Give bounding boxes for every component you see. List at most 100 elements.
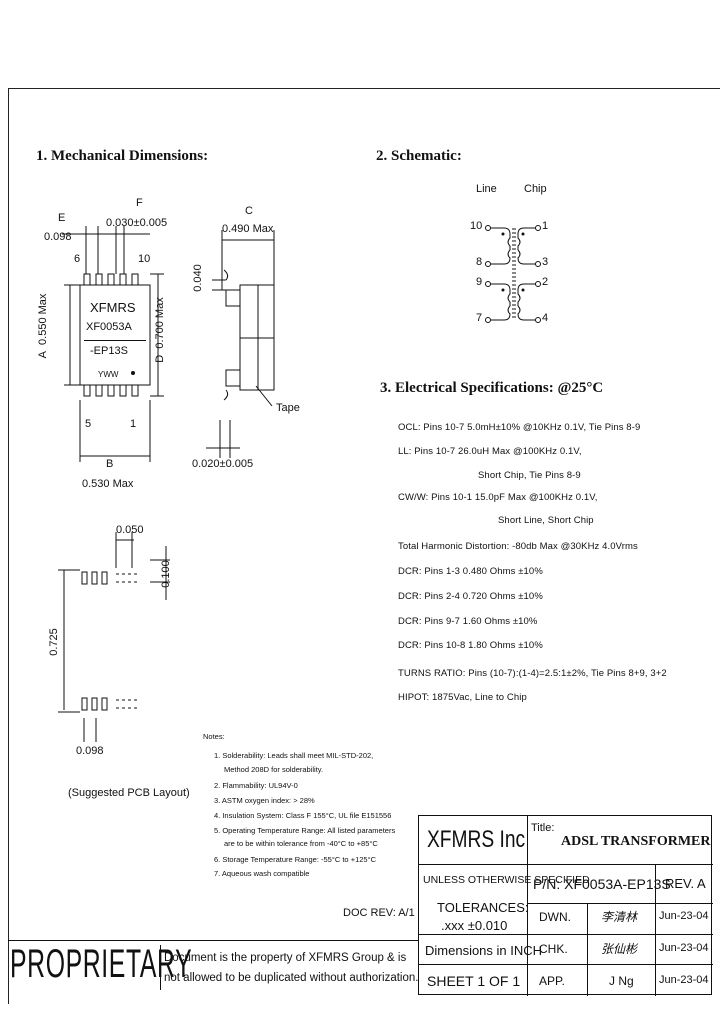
left-border: [8, 88, 9, 1004]
note-7: 7. Aqueous wash compatible: [214, 869, 310, 878]
dim-label-c: C: [245, 205, 253, 217]
proprietary-rule: [8, 940, 418, 941]
note-6: 6. Storage Temperature Range: -55°C to +…: [214, 855, 376, 864]
note-3: 3. ASTM oxygen index: > 28%: [214, 796, 315, 805]
schematic-pin-2: 2: [542, 276, 549, 288]
tb-rule-2: [527, 903, 713, 904]
tb-title: ADSL TRANSFORMER: [561, 834, 711, 849]
dim-value-b: 0.530 Max: [82, 478, 134, 490]
dim-value-f: 0.030±0.005: [106, 217, 168, 229]
note-1: 1. Solderability: Leads shall meet MIL-S…: [214, 751, 374, 760]
part-marking-4: YWW: [98, 370, 119, 379]
notes-title: Notes:: [203, 732, 225, 741]
spec-ll: LL: Pins 10-7 26.0uH Max @100KHz 0.1V,: [398, 446, 582, 457]
proprietary-line-1: Document is the property of XFMRS Group …: [164, 952, 407, 964]
tb-rule-4: [419, 964, 713, 965]
tb-company: XFMRS Inc: [427, 826, 526, 853]
note-5: 5. Operating Temperature Range: All list…: [214, 826, 396, 835]
pin-label-6: 6: [74, 253, 81, 265]
spec-dcr-4: DCR: Pins 10-8 1.80 Ohms ±10%: [398, 640, 543, 651]
dim-a-value: 0.550 Max: [37, 293, 49, 345]
tb-rule-3: [419, 934, 713, 935]
schematic-pin-10: 10: [470, 220, 483, 232]
tb-tolerances: TOLERANCES:: [437, 900, 529, 915]
mechanical-header: 1. Mechanical Dimensions:: [36, 148, 209, 164]
pin-label-10: 10: [138, 253, 151, 265]
pcb-dim-098: 0.098: [76, 745, 104, 757]
spec-dcr-3: DCR: Pins 9-7 1.60 Ohms ±10%: [398, 616, 538, 627]
pcb-dim-725: 0.725: [47, 628, 60, 656]
dim-d-text: D 0.700 Max: [154, 275, 166, 385]
tb-tol-value: .xxx ±0.010: [441, 918, 508, 933]
tb-title-label: Title:: [531, 822, 555, 834]
proprietary-word: PROPRIETARY: [10, 942, 193, 986]
note-4: 4. Insulation System: Class F 155°C, UL …: [214, 811, 392, 820]
schematic-line-label: Line: [476, 183, 497, 195]
tb-app-date: Jun-23-04: [659, 974, 709, 986]
dim-a-text: A 0.550 Max: [37, 271, 49, 381]
spec-turns-ratio: TURNS RATIO: Pins (10-7):(1-4)=2.5:1±2%,…: [398, 668, 667, 679]
tb-pn: P/N: XF0053A-EP13S: [533, 876, 671, 892]
schematic-drawing: [485, 225, 541, 323]
marking-divider: [84, 340, 146, 341]
tb-chk-date: Jun-23-04: [659, 942, 709, 954]
top-border: [8, 88, 720, 89]
tb-dimensions: Dimensions in INCH: [425, 943, 543, 958]
pin-label-5: 5: [85, 418, 92, 430]
note-2: 2. Flammability: UL94V-0: [214, 781, 298, 790]
spec-ll-cont: Short Chip, Tie Pins 8-9: [478, 470, 581, 481]
spec-thd: Total Harmonic Distortion: -80db Max @30…: [398, 541, 638, 552]
part-marking-2: XF0053A: [86, 321, 132, 333]
tb-chk-label: CHK.: [539, 942, 568, 956]
pin-label-1: 1: [130, 418, 137, 430]
dim-label-e: E: [58, 212, 66, 224]
spec-cww: CW/W: Pins 10-1 15.0pF Max @100KHz 0.1V,: [398, 492, 598, 503]
tb-sheet: SHEET 1 OF 1: [427, 973, 521, 989]
tb-vrule-3: [587, 903, 588, 996]
tb-dwn-signature: 李清林: [601, 910, 638, 924]
tb-app-signature: J Ng: [609, 974, 634, 988]
part-marking-3: -EP13S: [90, 345, 128, 357]
dim-value-e: 0.098: [44, 231, 72, 243]
schematic-chip-label: Chip: [524, 183, 547, 195]
part-marking-1: XFMRS: [90, 300, 136, 315]
pcb-caption: (Suggested PCB Layout): [68, 787, 190, 799]
note-1b: Method 208D for solderability.: [224, 765, 324, 774]
proprietary-line-2: not allowed to be duplicated without aut…: [164, 972, 419, 984]
spec-dcr-1: DCR: Pins 1-3 0.480 Ohms ±10%: [398, 566, 543, 577]
mechanical-drawing: [58, 226, 275, 742]
tb-vrule-1: [527, 816, 528, 996]
dim-label-f: F: [136, 197, 143, 209]
tb-unless: UNLESS OTHERWISE SPECIFIED: [423, 874, 590, 886]
dim-0040-text: 0.040: [191, 264, 204, 292]
schematic-pin-4: 4: [542, 312, 549, 324]
tb-dwn-date: Jun-23-04: [659, 910, 709, 922]
schematic-pin-9: 9: [476, 276, 483, 288]
schematic-pin-7: 7: [476, 312, 483, 324]
tb-rev: REV. A: [665, 876, 706, 891]
spec-ocl: OCL: Pins 10-7 5.0mH±10% @10KHz 0.1V, Ti…: [398, 422, 641, 433]
tb-dwn-label: DWN.: [539, 910, 571, 924]
pcb-dim-050: 0.050: [116, 524, 144, 536]
tb-rule-1: [419, 864, 713, 865]
dim-label-b: B: [106, 458, 114, 470]
dim-a-letter: A: [37, 351, 49, 359]
dim-value-c: 0.490 Max: [222, 223, 274, 235]
spec-cww-cont: Short Line, Short Chip: [498, 515, 594, 526]
doc-rev: DOC REV: A/1: [343, 907, 415, 919]
tape-label: Tape: [276, 402, 300, 414]
electrical-header: 3. Electrical Specifications: @25°C: [380, 380, 604, 396]
spec-dcr-2: DCR: Pins 2-4 0.720 Ohms ±10%: [398, 591, 543, 602]
tb-app-label: APP.: [539, 974, 565, 988]
schematic-pin-3: 3: [542, 256, 549, 268]
schematic-pin-1: 1: [542, 220, 549, 232]
dim-0020-text: 0.020±0.005: [192, 458, 254, 470]
schematic-pin-8: 8: [476, 256, 483, 268]
tb-chk-signature: 张仙彬: [601, 942, 638, 956]
note-5b: are to be within tolerance from -40°C to…: [224, 839, 378, 848]
pcb-dim-100: 0.100: [159, 560, 172, 588]
dim-d-value: 0.700 Max: [154, 297, 166, 349]
tb-vrule-2: [655, 864, 656, 996]
dim-d-letter: D: [154, 354, 166, 363]
schematic-header: 2. Schematic:: [376, 148, 462, 164]
